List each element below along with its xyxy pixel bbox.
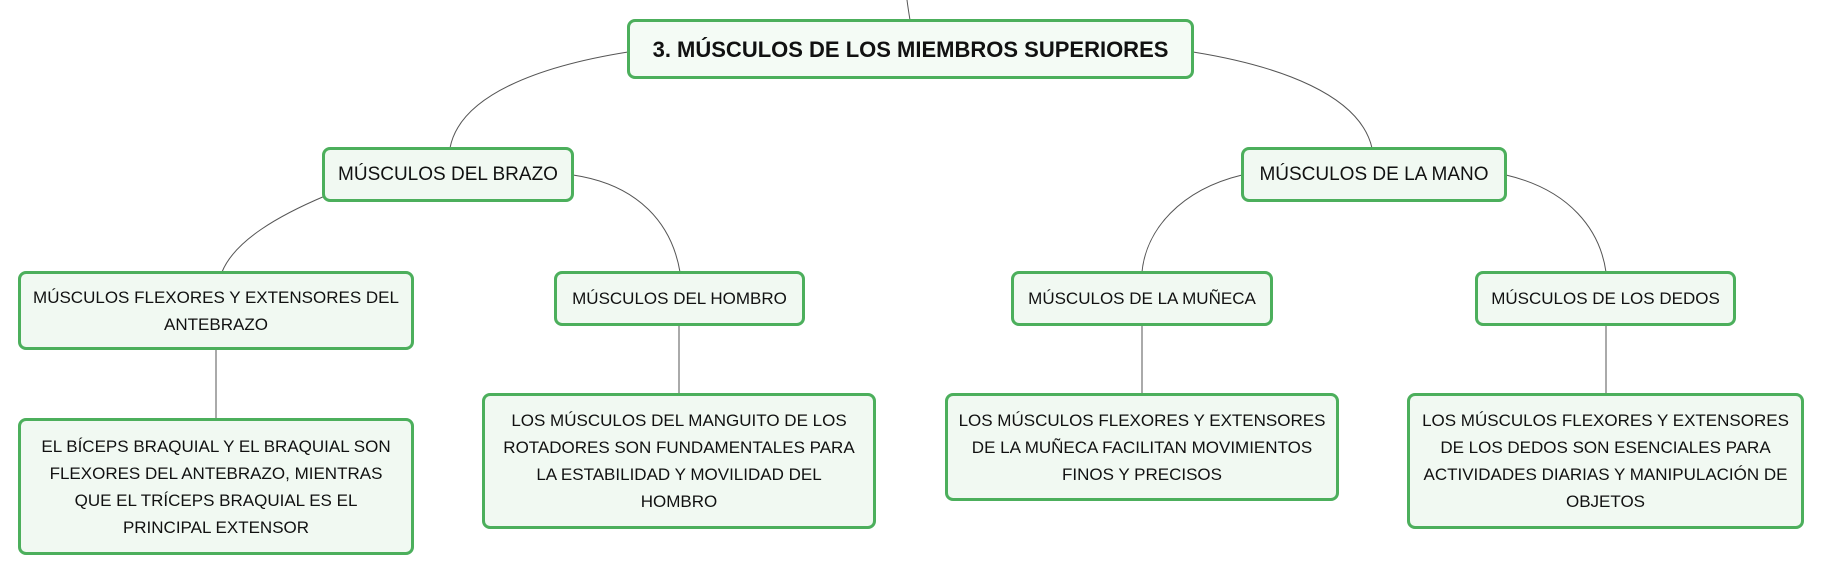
branch-node-label: MÚSCULOS DEL BRAZO bbox=[338, 164, 558, 185]
subtopic-node-dedos[interactable]: MÚSCULOS DE LOS DEDOS bbox=[1475, 271, 1736, 326]
subtopic-node-antebrazo[interactable]: MÚSCULOS FLEXORES Y EXTENSORES DEL ANTEB… bbox=[18, 271, 414, 350]
root-node[interactable]: 3. MÚSCULOS DE LOS MIEMBROS SUPERIORES bbox=[627, 19, 1194, 79]
connector-mano-dedos bbox=[1505, 174, 1607, 273]
detail-node-antebrazo[interactable]: EL BÍCEPS BRAQUIAL Y EL BRAQUIAL SON FLE… bbox=[18, 418, 414, 555]
root-node-label: 3. MÚSCULOS DE LOS MIEMBROS SUPERIORES bbox=[652, 36, 1169, 62]
subtopic-node-label: MÚSCULOS DE LA MUÑECA bbox=[1028, 289, 1256, 308]
branch-node-label: MÚSCULOS DE LA MANO bbox=[1259, 164, 1489, 185]
connector-root-mano bbox=[1192, 51, 1373, 149]
detail-node-text: LOS MÚSCULOS DEL MANGUITO DE LOS ROTADOR… bbox=[503, 411, 855, 511]
branch-node-brazo[interactable]: MÚSCULOS DEL BRAZO bbox=[322, 147, 574, 202]
detail-node-text: LOS MÚSCULOS FLEXORES Y EXTENSORES DE LO… bbox=[1422, 411, 1789, 511]
detail-node-muneca[interactable]: LOS MÚSCULOS FLEXORES Y EXTENSORES DE LA… bbox=[945, 393, 1339, 501]
subtopic-node-muneca[interactable]: MÚSCULOS DE LA MUÑECA bbox=[1011, 271, 1273, 326]
subtopic-node-label: MÚSCULOS FLEXORES Y EXTENSORES DEL ANTEB… bbox=[33, 287, 399, 334]
connector-incoming-root bbox=[906, 0, 911, 21]
connector-mano-muneca bbox=[1141, 174, 1243, 273]
detail-node-dedos[interactable]: LOS MÚSCULOS FLEXORES Y EXTENSORES DE LO… bbox=[1407, 393, 1804, 529]
subtopic-node-label: MÚSCULOS DEL HOMBRO bbox=[572, 289, 787, 308]
connector-brazo-antebrazo bbox=[221, 195, 326, 273]
connector-root-brazo bbox=[449, 51, 629, 149]
detail-node-hombro[interactable]: LOS MÚSCULOS DEL MANGUITO DE LOS ROTADOR… bbox=[482, 393, 876, 529]
detail-node-text: LOS MÚSCULOS FLEXORES Y EXTENSORES DE LA… bbox=[958, 410, 1326, 484]
subtopic-node-hombro[interactable]: MÚSCULOS DEL HOMBRO bbox=[554, 271, 805, 326]
detail-node-text: EL BÍCEPS BRAQUIAL Y EL BRAQUIAL SON FLE… bbox=[41, 436, 391, 537]
connector-brazo-hombro bbox=[572, 174, 681, 273]
branch-node-mano[interactable]: MÚSCULOS DE LA MANO bbox=[1241, 147, 1507, 202]
subtopic-node-label: MÚSCULOS DE LOS DEDOS bbox=[1491, 289, 1720, 308]
